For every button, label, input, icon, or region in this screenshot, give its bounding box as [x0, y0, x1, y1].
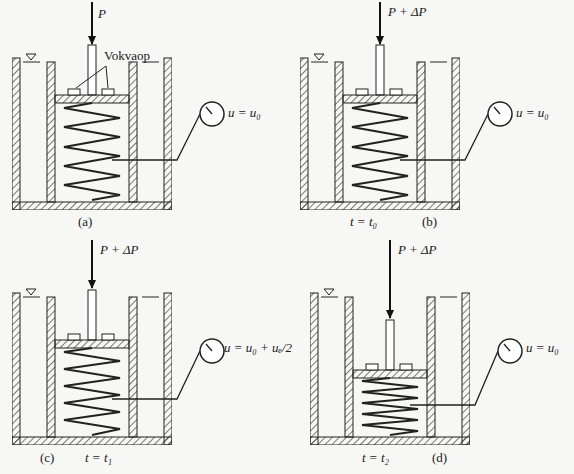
label: P + ΔP: [100, 242, 139, 258]
label: P + ΔP: [398, 242, 437, 258]
label: u = u₀: [516, 105, 549, 121]
label: t = t₀: [350, 214, 377, 230]
label: (a): [78, 214, 92, 230]
label: Vokvaop: [104, 48, 150, 64]
label: (d): [432, 450, 447, 466]
label: P: [98, 6, 106, 22]
label: (c): [40, 450, 54, 466]
label: (b): [422, 214, 437, 230]
label: t = t₂: [362, 450, 389, 466]
label: P + ΔP: [388, 4, 427, 20]
label: u = u₀: [228, 105, 261, 121]
label: u = u₀ + uₑ/2: [224, 340, 292, 356]
label: t = t₁: [85, 450, 112, 466]
label: u = u₀: [526, 340, 559, 356]
